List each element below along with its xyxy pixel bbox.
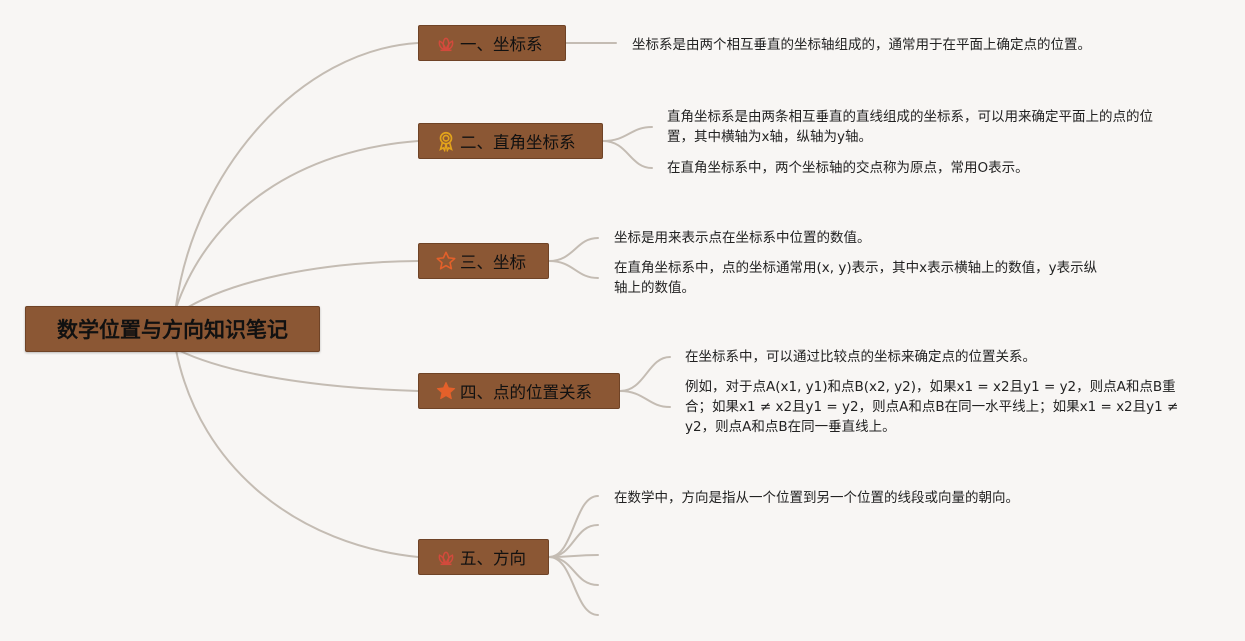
connector-root-branch-3 <box>179 260 419 313</box>
note-text: 坐标是用来表示点在坐标系中位置的数值。 <box>614 230 871 246</box>
connector-branch-4-note-1 <box>619 356 671 392</box>
note-text: 坐标系是由两个相互垂直的坐标轴组成的，通常用于在平面上确定点的位置。 <box>632 37 1091 53</box>
root-title: 数学位置与方向知识笔记 <box>57 318 288 342</box>
branch-label: 四、点的位置关系 <box>460 383 592 402</box>
connector-branch-4-note-2 <box>619 390 671 408</box>
branch-node-coordinate-system[interactable]: 一、坐标系 <box>418 25 566 61</box>
branch-label: 二、直角坐标系 <box>460 133 576 152</box>
connector-root-branch-4 <box>177 349 419 392</box>
root-node[interactable]: 数学位置与方向知识笔记 <box>25 306 320 352</box>
branch-node-direction[interactable]: 五、方向 <box>418 539 549 575</box>
connector-root-branch-2 <box>175 140 419 309</box>
branch-label: 五、方向 <box>460 549 526 568</box>
flower-icon <box>435 32 457 54</box>
connector-branch-2-note-1 <box>602 126 653 142</box>
connector-branch-2-note-2 <box>602 140 653 169</box>
award-ribbon-icon <box>435 130 457 152</box>
branch-label: 一、坐标系 <box>460 35 543 54</box>
connector-branch-5-sub-4 <box>548 556 599 586</box>
note-text: 在直角坐标系中，点的坐标通常用(x, y)表示，其中x表示横轴上的数值，y表示纵… <box>614 260 1098 296</box>
note-text: 在直角坐标系中，两个坐标轴的交点称为原点，常用O表示。 <box>667 160 1029 176</box>
branch-node-coordinates[interactable]: 三、坐标 <box>418 243 549 279</box>
branch-label: 三、坐标 <box>460 253 526 272</box>
connector-branch-5-sub-5 <box>548 556 599 616</box>
note-text: 在数学中，方向是指从一个位置到另一个位置的线段或向量的朝向。 <box>614 490 1019 506</box>
connector-branch-3-note-1 <box>548 237 599 262</box>
connector-branch-3-note-2 <box>548 260 599 279</box>
connector-branch-5-sub-1 <box>548 495 599 558</box>
note-text: 例如，对于点A(x1, y1)和点B(x2, y2)，如果x1 = x2且y1 … <box>685 379 1179 435</box>
branch-node-point-relations[interactable]: 四、点的位置关系 <box>418 373 620 409</box>
connector-root-branch-1 <box>175 42 419 307</box>
star-filled-icon <box>435 380 457 402</box>
star-outline-icon <box>435 250 457 272</box>
connector-root-branch-5 <box>175 349 419 558</box>
branch-node-cartesian[interactable]: 二、直角坐标系 <box>418 123 603 159</box>
flower-icon <box>435 546 457 568</box>
note-text: 直角坐标系是由两条相互垂直的直线组成的坐标系，可以用来确定平面上的点的位置，其中… <box>667 109 1153 145</box>
note-text: 在坐标系中，可以通过比较点的坐标来确定点的位置关系。 <box>685 349 1036 365</box>
